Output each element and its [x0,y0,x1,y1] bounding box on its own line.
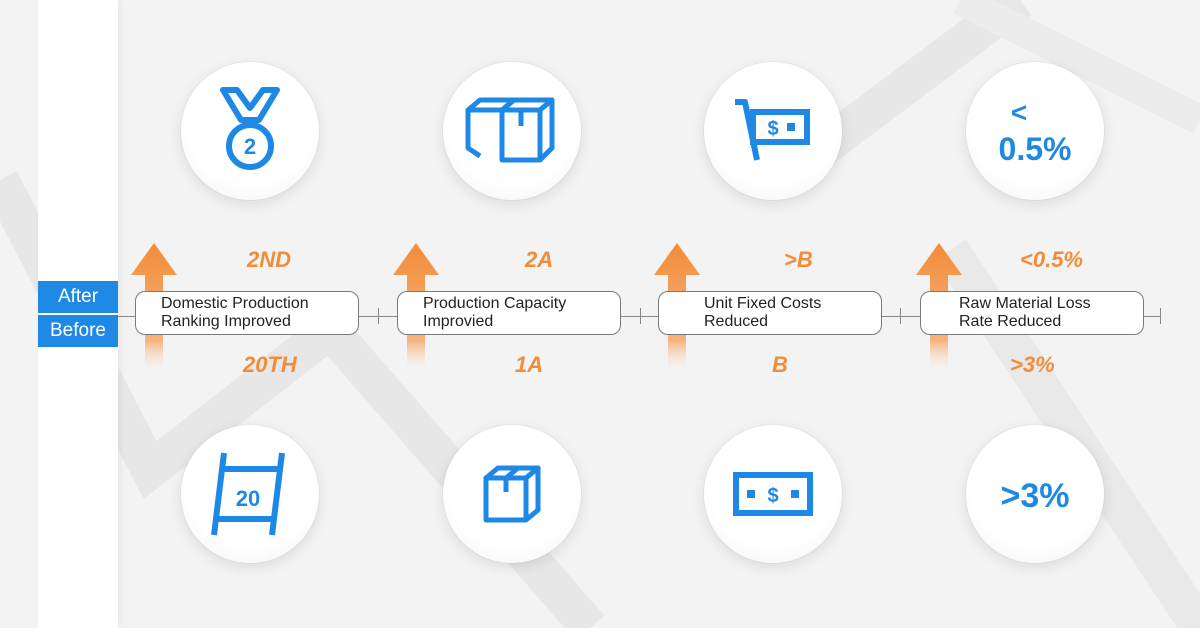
before-icon-circle: 20 [181,425,319,563]
metric-label: Domestic Production Ranking Improved [135,291,359,335]
before-icon-circle: >3% [966,425,1104,563]
svg-text:0.5%: 0.5% [999,131,1072,166]
timeline-tick [378,308,379,324]
two-boxes-icon [465,97,555,163]
svg-text:2: 2 [244,134,256,159]
after-value: 2A [525,247,554,272]
metric-label-line1: Unit Fixed Costs [704,295,822,312]
metric-column-loss-rate: < 0.5% <0.5% >3% Raw Material Loss Rate … [910,0,1170,628]
metric-column-costs: $ >B B Unit Fixed Costs Reduced $ [648,0,908,628]
greater-than-percent-icon: >3% [1001,477,1070,515]
timeline-tick [900,308,901,324]
metric-label: Raw Material Loss Rate Reduced [920,291,1144,335]
after-tag: After [38,281,118,313]
banknote-icon: $ [733,472,813,516]
metric-column-capacity: 2A 1A Production Capacity Improvied [387,0,647,628]
left-strip [38,0,118,628]
metric-label-line2: Improvied [423,313,494,330]
svg-text:>3%: >3% [1001,477,1070,515]
metric-label: Production Capacity Improvied [397,291,621,335]
svg-text:20: 20 [236,486,260,511]
svg-text:$: $ [767,485,778,507]
before-icon-circle [443,425,581,563]
after-icon-circle: < 0.5% [966,62,1104,200]
before-value: 1A [515,352,544,377]
metric-column-ranking: 2 2ND 20TH Domestic Production Ranking I… [125,0,385,628]
after-value: >B [784,247,813,272]
medal-2-icon: 2 [220,87,280,170]
metric-label-line2: Reduced [704,313,769,330]
before-tag: Before [38,315,118,347]
after-icon-circle: $ [704,62,842,200]
timeline-line [118,316,1160,317]
timeline-tick [640,308,641,324]
svg-text:<: < [1011,97,1027,128]
metric-label-line2: Rate Reduced [959,313,1062,330]
before-value: >3% [1010,352,1055,377]
single-box-icon [483,465,541,523]
before-value: 20TH [243,352,297,377]
after-value: 2ND [247,247,292,272]
after-value: <0.5% [1020,247,1083,272]
metric-label-line2: Ranking Improved [161,313,291,330]
less-than-percent-icon: < 0.5% [999,97,1072,166]
metric-label-line1: Raw Material Loss [959,295,1091,312]
cart-cash-icon: $ [735,99,810,161]
after-icon-circle [443,62,581,200]
after-icon-circle: 2 [181,62,319,200]
before-value: B [772,352,788,377]
timeline-tick [1160,308,1161,324]
before-icon-circle: $ [704,425,842,563]
ladder-20-icon: 20 [211,452,285,536]
metric-label-line1: Domestic Production [161,295,309,312]
svg-text:$: $ [767,118,778,140]
metric-label: Unit Fixed Costs Reduced [658,291,882,335]
metric-label-line1: Production Capacity [423,295,567,312]
